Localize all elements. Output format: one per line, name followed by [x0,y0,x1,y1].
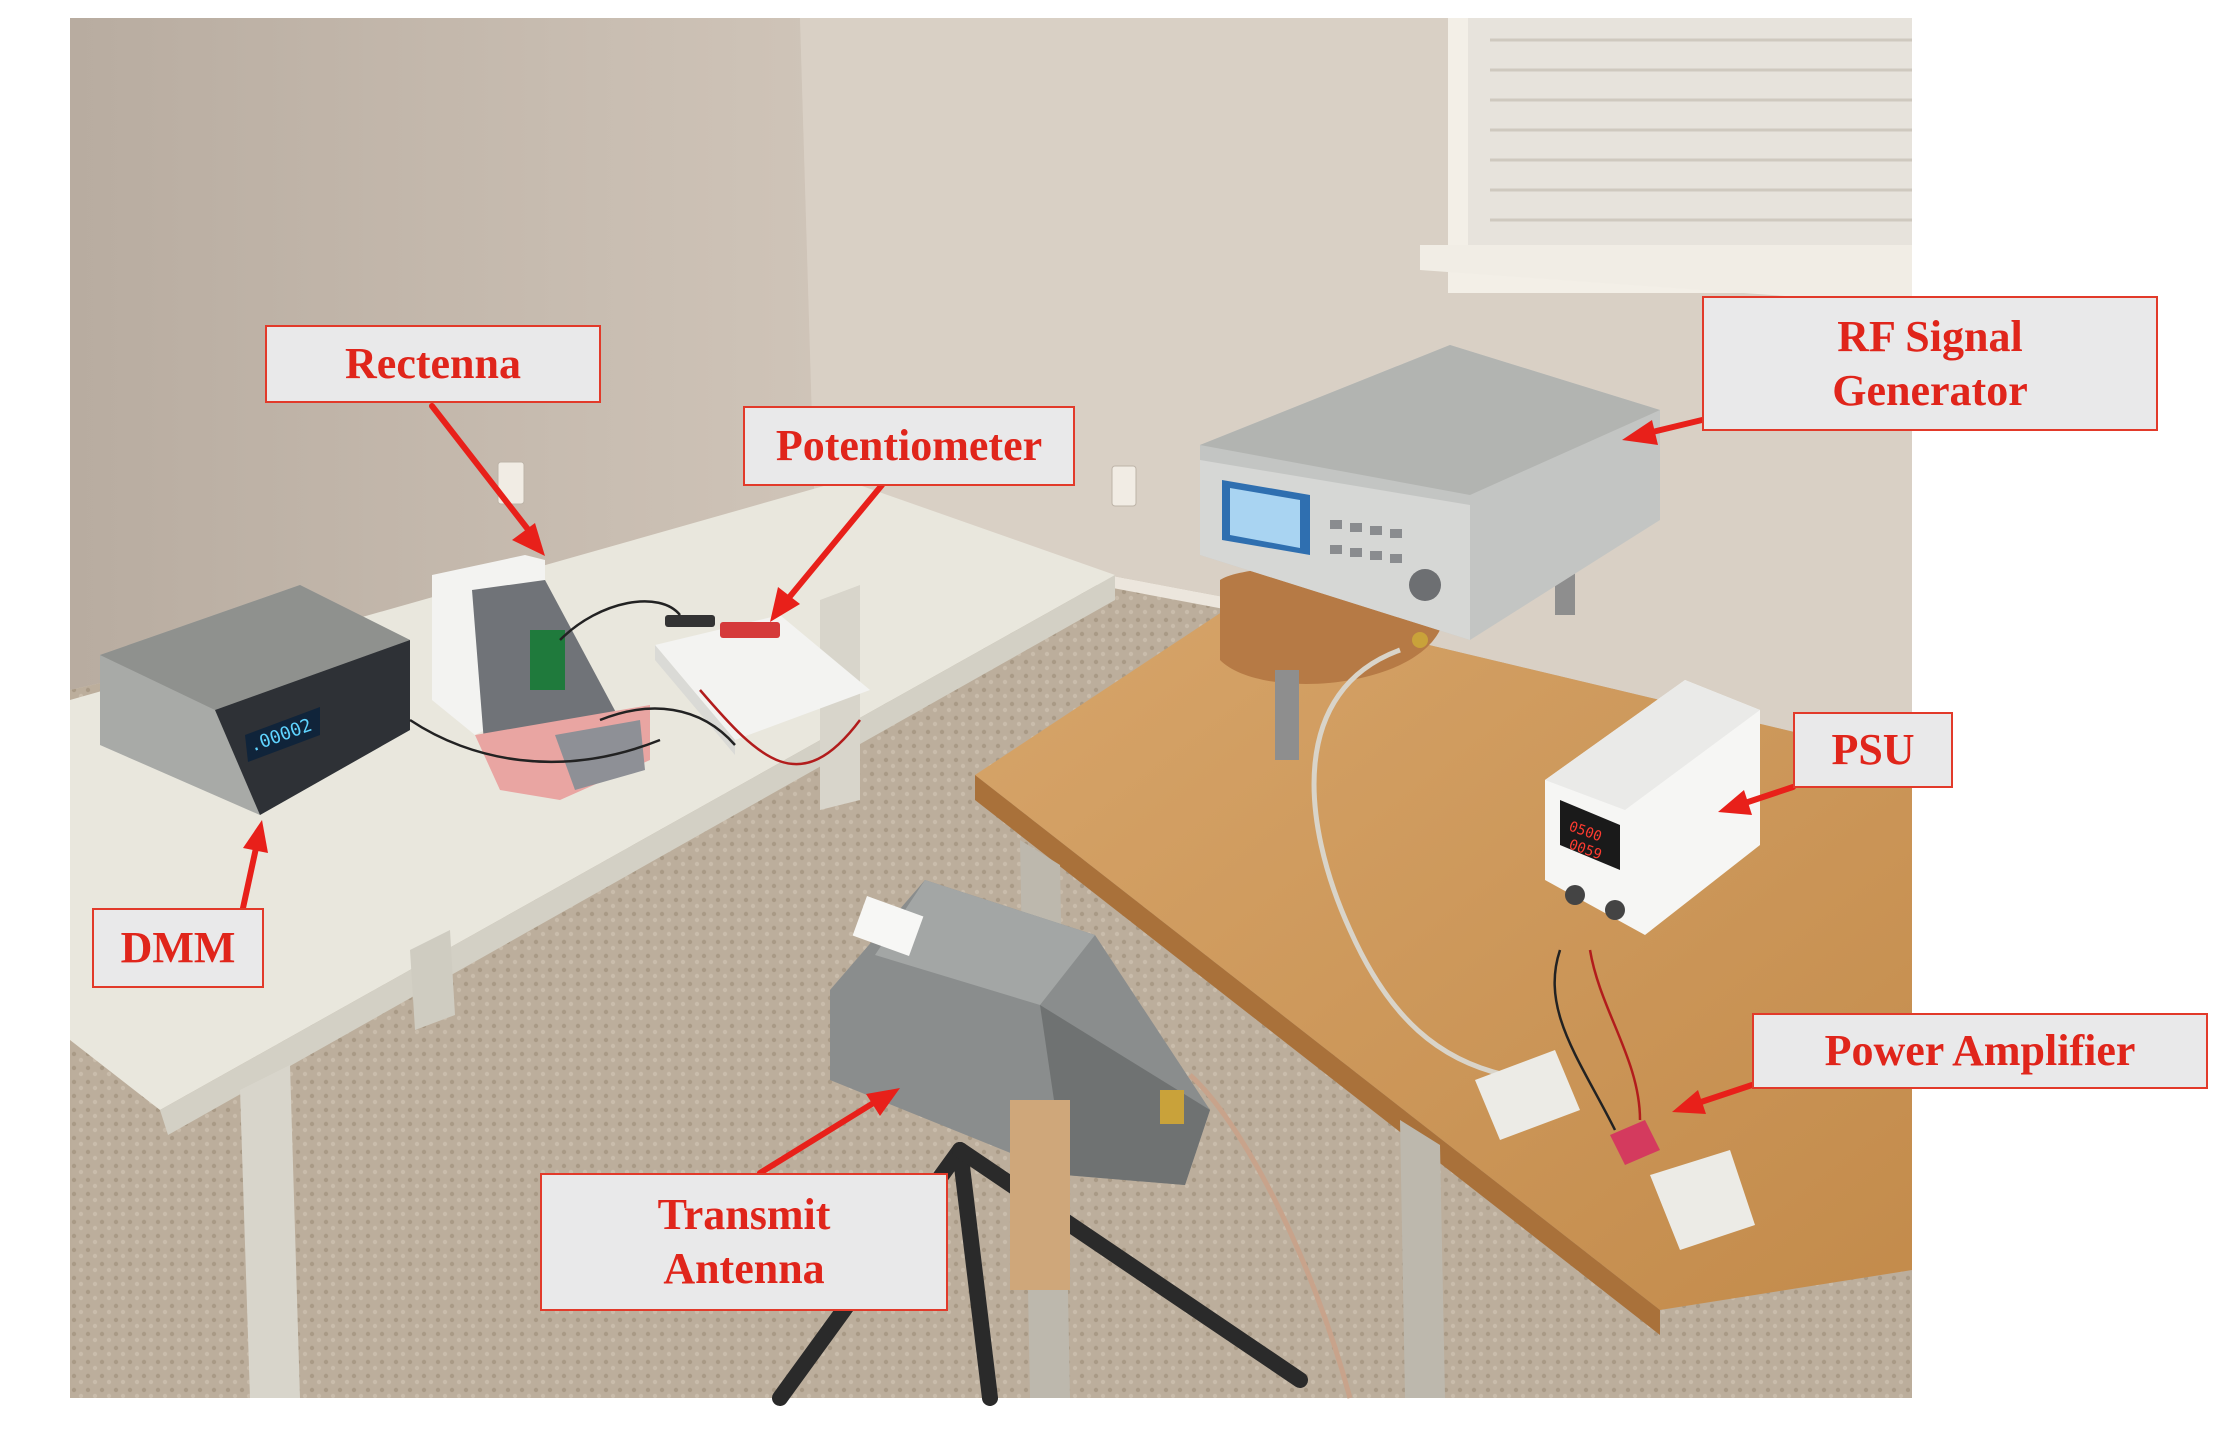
transmit-antenna-device [830,880,1210,1185]
potentiometer-arrow [784,482,885,603]
dmm-label: DMM [92,908,264,988]
wooden-post [1010,1100,1070,1290]
dmm-arrow-head [243,820,268,853]
wall-outlet [1111,465,1137,507]
potentiometer-arrow-head [770,587,800,622]
potentiometer-label-line: Potentiometer [775,421,1043,471]
psu-device: 0500 0059 [1545,680,1760,935]
power-amplifier-arrow-head [1672,1090,1706,1114]
power-amplifier-arrow [1695,1082,1755,1106]
rectenna-device [432,555,650,800]
rectenna-arrow-head [512,523,545,556]
window [1420,18,1912,305]
power-amplifier-label-line: Power Amplifier [1824,1026,2136,1076]
transmit-antenna-arrow [757,1099,878,1176]
power-amplifier-label: Power Amplifier [1752,1013,2208,1089]
rf-signal-generator-label-line-1: RF Signal [1837,311,2023,361]
power-amplifier-device [1475,949,1755,1250]
potentiometer-label: Potentiometer [743,406,1075,486]
transmit-antenna-label-line-2: Antenna [663,1244,825,1293]
transmit-antenna-label-line-1: Transmit [657,1190,831,1240]
rf-signal-generator-device [1200,345,1660,760]
rf-signal-generator-label-line-2: Generator [1832,365,2028,415]
annotation-arrows [240,403,1796,1176]
wires [409,600,861,766]
rf-signal-generator-label: RF Signal Generator [1702,296,2158,431]
rf-cable [1311,647,1506,1078]
transmit-antenna-label: Transmit Antenna [540,1173,948,1311]
dmm-label-line: DMM [120,923,236,973]
rectenna-label: Rectenna [265,325,601,403]
antenna-cable [1188,1073,1353,1399]
rectenna-arrow [429,403,533,535]
psu-arrow-head [1718,790,1752,815]
psu-label: PSU [1793,712,1953,788]
dmm-instrument: .00002 [100,585,410,815]
rectenna-label-line: Rectenna [345,339,521,389]
psu-arrow [1742,784,1796,806]
rf-signal-generator-arrow [1645,417,1705,436]
psu-label-line: PSU [1831,725,1915,775]
dmm-arrow [240,845,259,911]
transmit-antenna-arrow-head [866,1088,900,1116]
rf-signal-generator-arrow-head [1622,420,1658,445]
